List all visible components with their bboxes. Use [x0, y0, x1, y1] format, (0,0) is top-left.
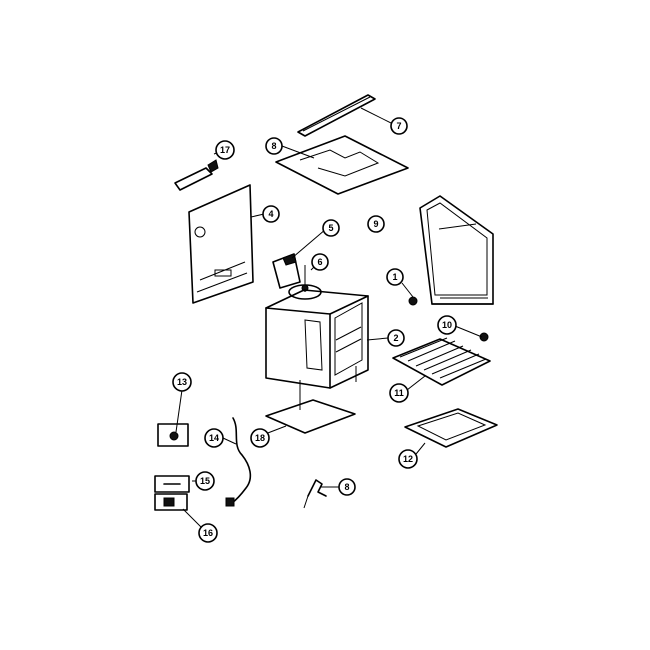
callout-8-top-label: 8	[271, 141, 276, 151]
callout-11-label: 11	[394, 388, 404, 398]
callout-12-label: 12	[403, 454, 413, 464]
callout-2-label: 2	[393, 333, 398, 343]
callout-5-label: 5	[328, 223, 333, 233]
part-11-rack	[392, 337, 491, 386]
part-8-leg-bracket	[303, 479, 327, 509]
part-16-receptacle	[154, 493, 188, 511]
callout-13: 13	[172, 372, 192, 392]
callout-14: 14	[204, 428, 224, 448]
callout-12: 12	[398, 449, 418, 469]
callout-6-element-label: 6	[317, 257, 322, 267]
part-14-power-cord	[225, 417, 252, 507]
callout-16-label: 16	[203, 528, 213, 538]
part-2-oven-body	[265, 289, 369, 396]
callout-11: 11	[389, 383, 409, 403]
callout-14-label: 14	[209, 433, 219, 443]
callout-7-label: 7	[396, 121, 401, 131]
part-7-trim-strip	[297, 94, 376, 137]
callout-5: 5	[322, 219, 340, 237]
part-13-terminal-block	[157, 423, 189, 447]
part-9-door	[419, 195, 494, 305]
callout-1-label: 1	[392, 272, 397, 282]
part-6-element	[288, 265, 322, 300]
callout-17: 17	[215, 140, 235, 160]
callout-1: 1	[386, 268, 404, 286]
callout-18-label: 18	[255, 433, 265, 443]
callout-16: 16	[198, 523, 218, 543]
callout-8-lower: 8	[338, 478, 356, 496]
callout-10: 10	[437, 315, 457, 335]
callout-10-label: 10	[442, 320, 452, 330]
callout-6-element: 6	[311, 253, 329, 271]
part-4-back-panel	[188, 184, 254, 304]
callout-8-lower-label: 8	[344, 482, 349, 492]
part-5-bracket	[272, 253, 301, 289]
part-10-clip	[479, 332, 489, 342]
part-17-bracket	[174, 159, 219, 191]
part-1-screw	[408, 296, 418, 306]
callout-9-label: 9	[373, 219, 378, 229]
callout-4-label: 4	[268, 209, 273, 219]
callout-4: 4	[262, 205, 280, 223]
callout-13-label: 13	[177, 377, 187, 387]
part-6-top-panel	[275, 135, 409, 195]
callout-7: 7	[390, 117, 408, 135]
callout-2: 2	[387, 329, 405, 347]
callout-8-top: 8	[265, 137, 283, 155]
callout-15: 15	[195, 471, 215, 491]
part-12-broiler-pan	[404, 408, 498, 448]
callout-9: 9	[367, 215, 385, 233]
callout-17-label: 17	[220, 145, 230, 155]
callout-15-label: 15	[200, 476, 210, 486]
part-18-bottom-panel	[265, 394, 356, 434]
part-15-label	[154, 475, 190, 493]
leader-lines	[175, 107, 483, 531]
callout-18: 18	[250, 428, 270, 448]
